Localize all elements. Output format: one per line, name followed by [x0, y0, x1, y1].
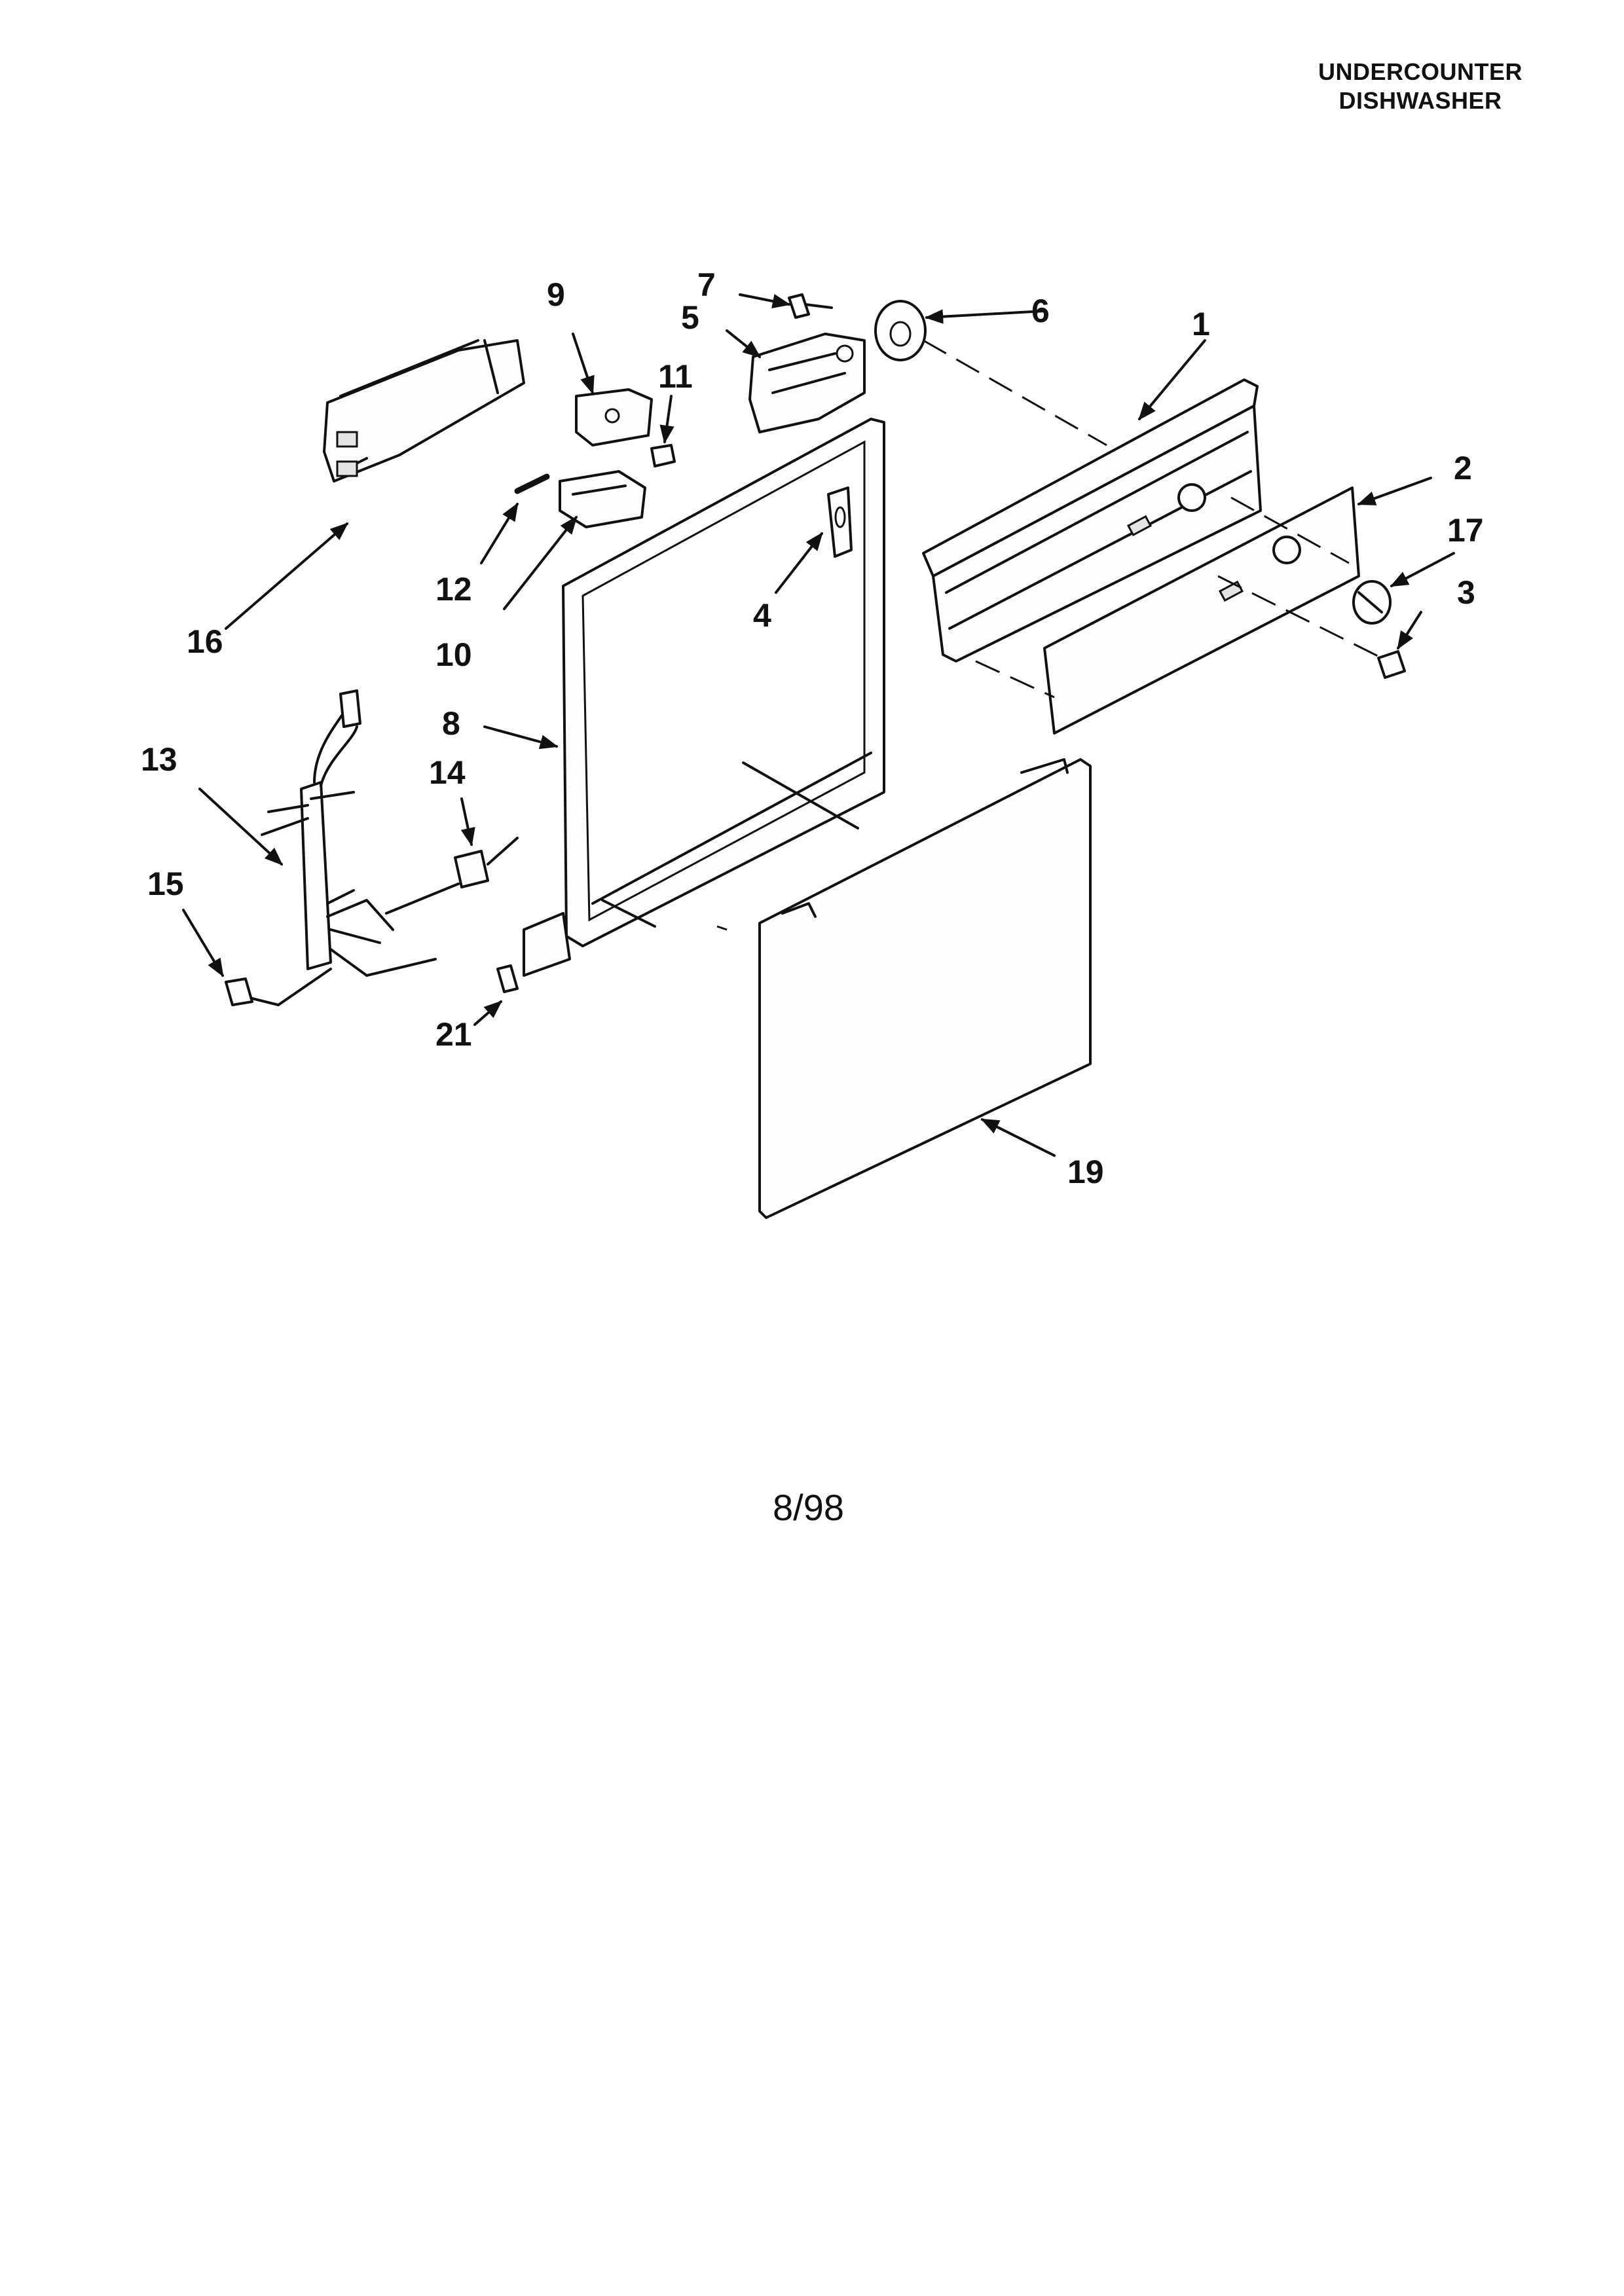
callout-13: 13: [141, 741, 177, 778]
part-2-overlay: [1043, 486, 1360, 735]
part-10-holder: [559, 470, 646, 528]
title-line-1: UNDERCOUNTER: [1318, 58, 1522, 85]
callout-19: 19: [1067, 1154, 1104, 1190]
part-7-screw: [788, 293, 833, 319]
alignment-line-knob: [923, 339, 1107, 446]
callout-6: 6: [1031, 293, 1050, 329]
part-5-switch: [748, 333, 866, 433]
alignment-line-button: [1217, 575, 1382, 659]
alignment-line-knob-17: [1230, 496, 1350, 564]
callout-7: 7: [697, 266, 716, 303]
callout-3: 3: [1457, 574, 1475, 611]
callout-16: 16: [187, 623, 223, 660]
part-6-knob: [874, 300, 927, 361]
callout-10: 10: [435, 636, 472, 673]
callout-8: 8: [442, 705, 460, 742]
part-8-door-frame: [523, 418, 885, 977]
part-15-screw: [225, 968, 332, 1006]
callout-9: 9: [547, 276, 565, 313]
part-3-button: [1377, 650, 1406, 679]
part-4-latch: [827, 486, 853, 558]
part-14-plug: [385, 837, 519, 915]
part-16-cover: [323, 339, 525, 483]
callout-15: 15: [147, 866, 184, 902]
part-21-clip: [496, 964, 519, 993]
alignment-line-panel: [716, 925, 728, 931]
part-19-front-panel: [758, 758, 1092, 1219]
part-11-clip: [650, 444, 676, 467]
diagram-title: UNDERCOUNTER DISHWASHER: [1318, 58, 1522, 115]
callout-2: 2: [1454, 450, 1472, 486]
callout-1: 1: [1192, 306, 1210, 342]
callout-5: 5: [681, 299, 699, 336]
part-12-pin: [514, 473, 550, 494]
part-13-wire-harness: [261, 689, 437, 977]
callout-4: 4: [753, 597, 771, 634]
callout-12: 12: [435, 571, 472, 608]
callout-14: 14: [429, 754, 466, 791]
part-17-knob: [1352, 580, 1392, 625]
revision-date: 8/98: [773, 1487, 844, 1528]
callout-21: 21: [435, 1016, 472, 1053]
callout-17: 17: [1447, 512, 1484, 549]
title-line-2: DISHWASHER: [1338, 87, 1502, 114]
callout-11: 11: [658, 358, 693, 395]
part-9-bracket: [575, 388, 653, 446]
alignment-line-overlay: [975, 660, 1055, 699]
leader-arrows: [182, 293, 1455, 1157]
part-1-control-panel: [922, 378, 1262, 663]
